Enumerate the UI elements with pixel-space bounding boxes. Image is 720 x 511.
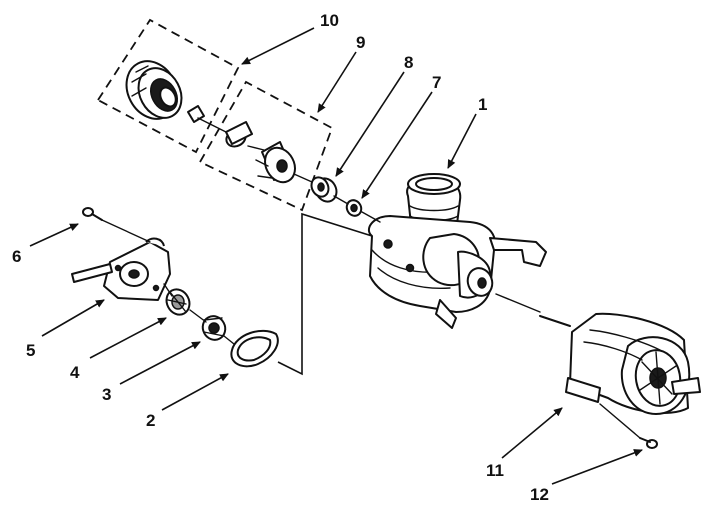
callout-1: 1 <box>478 95 487 114</box>
callout-2: 2 <box>146 411 155 430</box>
coupling-part-8 <box>310 176 338 203</box>
group-box-10 <box>96 18 240 154</box>
leader-lines <box>29 27 643 485</box>
callout-4: 4 <box>70 363 80 382</box>
leader-5 <box>41 299 105 337</box>
cover-plate-part-5 <box>71 237 171 301</box>
screw-part-12 <box>639 437 658 449</box>
leader-2 <box>161 373 229 411</box>
leader-7 <box>361 91 433 199</box>
alignment-lines <box>101 117 641 439</box>
motor-part-11 <box>539 312 701 415</box>
pump-housing-part-1 <box>367 173 547 329</box>
callout-11: 11 <box>486 461 504 480</box>
callout-7: 7 <box>432 73 441 92</box>
callout-5: 5 <box>26 341 35 360</box>
callout-10: 10 <box>320 11 339 30</box>
bearing-part-4 <box>165 288 191 316</box>
callout-6: 6 <box>12 247 21 266</box>
washer-part-7 <box>345 199 363 217</box>
leader-1 <box>447 113 477 169</box>
leader-3 <box>119 341 201 385</box>
leader-11 <box>501 407 563 459</box>
callout-3: 3 <box>102 385 111 404</box>
callout-labels: 10 9 8 7 1 6 5 4 3 2 11 12 <box>12 11 549 504</box>
seal-assembly-part <box>125 60 205 123</box>
group-box-9 <box>198 80 334 212</box>
leader-12 <box>551 449 643 485</box>
impeller-part <box>225 121 296 184</box>
leader-10 <box>241 27 315 65</box>
callout-8: 8 <box>404 53 413 72</box>
leader-4 <box>89 317 167 359</box>
gasket-part-2 <box>230 329 279 368</box>
leader-8 <box>335 71 405 177</box>
screw-part-6 <box>82 207 103 221</box>
callout-9: 9 <box>356 33 365 52</box>
leader-9 <box>317 51 357 113</box>
seal-part-3 <box>201 315 227 341</box>
leader-6 <box>29 223 79 247</box>
callout-12: 12 <box>530 485 549 504</box>
